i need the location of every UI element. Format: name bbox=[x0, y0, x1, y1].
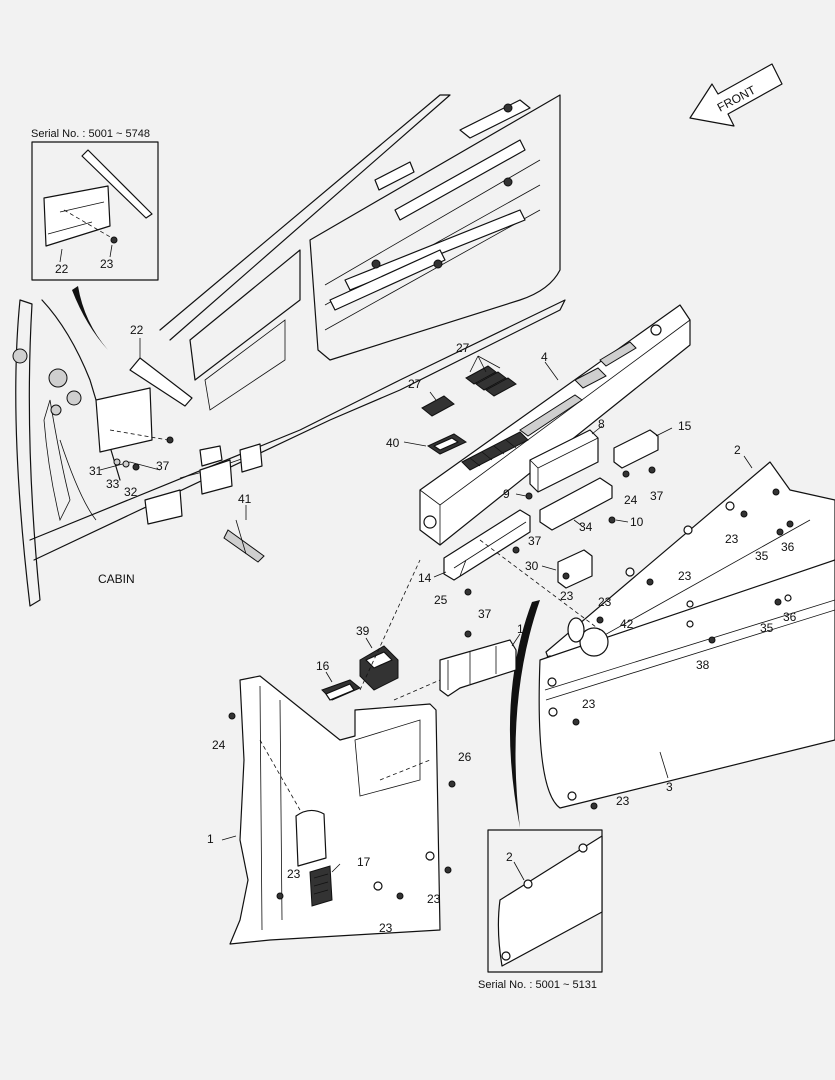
callout-23c: 23 bbox=[725, 532, 739, 546]
callout-30: 30 bbox=[525, 559, 539, 573]
inset-panel-2 bbox=[497, 835, 603, 967]
callout-41: 41 bbox=[238, 492, 252, 506]
callout-23d: 23 bbox=[678, 569, 692, 583]
callout-23f: 23 bbox=[582, 697, 596, 711]
callout-10: 10 bbox=[630, 515, 644, 529]
callout-33: 33 bbox=[106, 477, 120, 491]
front-arrow-shape bbox=[689, 63, 783, 127]
callout-23b: 23 bbox=[560, 589, 574, 603]
front-arrow: FRONT bbox=[689, 63, 783, 127]
callout-16: 16 bbox=[316, 659, 330, 673]
console-4: 4 bbox=[419, 304, 691, 546]
callout-23i: 23 bbox=[427, 892, 441, 906]
callout-27b: 27 bbox=[408, 377, 422, 391]
cabin-frame: CABIN bbox=[12, 94, 566, 607]
callout-34: 34 bbox=[579, 520, 593, 534]
part-15: 15 24 37 bbox=[613, 419, 692, 507]
callout-3: 3 bbox=[666, 780, 673, 794]
callout-23h: 23 bbox=[287, 867, 301, 881]
panel-3: 3 42 23 38 35 36 23 23 bbox=[538, 559, 835, 810]
callout-40: 40 bbox=[386, 436, 400, 450]
callout-31: 31 bbox=[89, 464, 103, 478]
callout-24a: 24 bbox=[624, 493, 638, 507]
bracket-22: 22 37 31 33 32 bbox=[89, 323, 193, 499]
callout-9: 9 bbox=[503, 487, 510, 501]
parts-27: 27 27 bbox=[408, 341, 517, 417]
assembly-lines bbox=[359, 539, 601, 701]
callout-39: 39 bbox=[356, 624, 370, 638]
callout-4: 4 bbox=[541, 350, 548, 364]
part-8: 8 bbox=[529, 417, 605, 493]
callout-22b: 22 bbox=[130, 323, 144, 337]
callout-8: 8 bbox=[598, 417, 605, 431]
callout-37a: 37 bbox=[156, 459, 170, 473]
part-41: 41 bbox=[223, 492, 265, 563]
callout-36a: 36 bbox=[781, 540, 795, 554]
callout-32: 32 bbox=[124, 485, 138, 499]
callout-25: 25 bbox=[434, 593, 448, 607]
cabin-label: CABIN bbox=[98, 572, 135, 586]
callout-15: 15 bbox=[678, 419, 692, 433]
callout-23: 23 bbox=[100, 257, 114, 271]
inset-bracket-plate bbox=[43, 185, 111, 247]
inset-bottom: 2 Serial No. : 5001 ~ 5131 bbox=[478, 829, 603, 991]
inset-pointer-arrow bbox=[72, 286, 108, 350]
callout-37d: 37 bbox=[478, 607, 492, 621]
callout-35b: 35 bbox=[760, 621, 774, 635]
callout-23j: 23 bbox=[379, 921, 393, 935]
part-18: 18 37 bbox=[439, 607, 531, 697]
parts-16-39: 16 39 bbox=[316, 624, 399, 701]
panel-1: 1 24 17 23 23 23 26 bbox=[207, 675, 472, 945]
callout-36b: 36 bbox=[783, 610, 797, 624]
inset-top-frame bbox=[31, 141, 159, 281]
callout-37b: 37 bbox=[650, 489, 664, 503]
callout-38: 38 bbox=[696, 658, 710, 672]
inset-top: Serial No. : 5001 ~ 5748 22 23 bbox=[31, 128, 159, 281]
callout-22: 22 bbox=[55, 262, 69, 276]
callout-42: 42 bbox=[620, 617, 634, 631]
inset-bottom-serial: Serial No. : 5001 ~ 5131 bbox=[478, 979, 597, 991]
parts-9-10-34: 9 10 34 bbox=[503, 477, 644, 534]
callout-17: 17 bbox=[357, 855, 371, 869]
callout-35a: 35 bbox=[755, 549, 769, 563]
callout-18: 18 bbox=[517, 622, 531, 636]
callout-23g: 23 bbox=[616, 794, 630, 808]
inset-top-serial: Serial No. : 5001 ~ 5748 bbox=[31, 128, 150, 140]
inset-bracket-flange bbox=[81, 149, 153, 219]
callout-2b: 2 bbox=[506, 850, 513, 864]
inset-screw bbox=[110, 236, 118, 244]
callout-2: 2 bbox=[734, 443, 741, 457]
callout-14: 14 bbox=[418, 571, 432, 585]
callout-1: 1 bbox=[207, 832, 214, 846]
callout-26: 26 bbox=[458, 750, 472, 764]
lower-pointer-arrow bbox=[509, 600, 540, 828]
callout-23e: 23 bbox=[598, 595, 612, 609]
callout-27a: 27 bbox=[456, 341, 470, 355]
callout-24b: 24 bbox=[212, 738, 226, 752]
callout-37c: 37 bbox=[528, 534, 542, 548]
part-30: 30 23 bbox=[525, 549, 593, 603]
part-40: 40 bbox=[386, 433, 468, 455]
